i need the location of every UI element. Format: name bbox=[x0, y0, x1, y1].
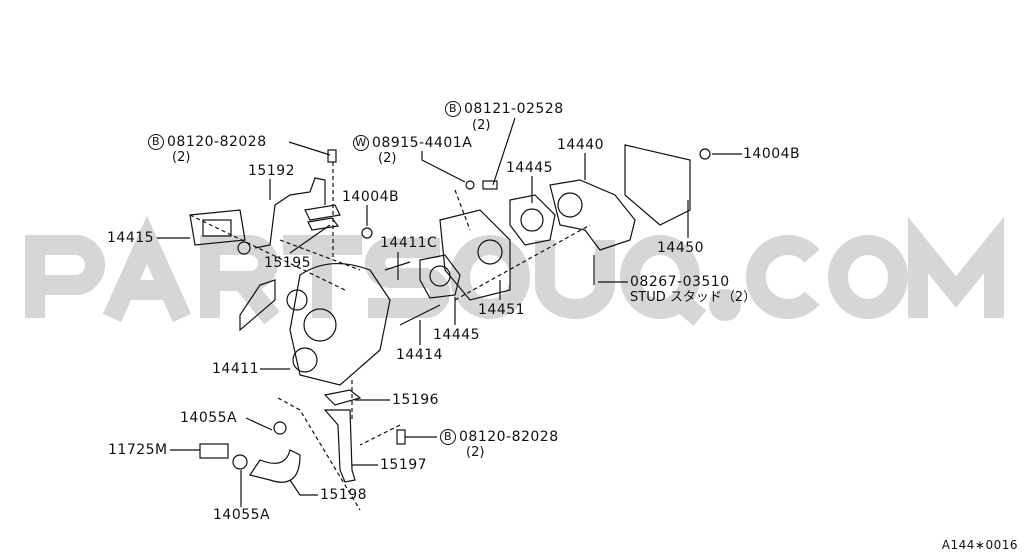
quantity: (2) bbox=[472, 118, 491, 133]
callout-14411c[interactable]: 14411C bbox=[380, 235, 438, 251]
callout-14004b[interactable]: 14004B bbox=[342, 189, 400, 205]
b-circle-icon: B bbox=[440, 429, 456, 445]
callout-14411[interactable]: 14411 bbox=[212, 361, 260, 377]
quantity: (2) bbox=[466, 445, 485, 460]
callout-15197[interactable]: 15197 bbox=[380, 457, 428, 473]
leader-lines bbox=[157, 117, 742, 507]
callout-15192[interactable]: 15192 bbox=[248, 163, 296, 179]
callout-15196[interactable]: 15196 bbox=[392, 392, 440, 408]
callout-14414[interactable]: 14414 bbox=[396, 347, 444, 363]
callout-15198[interactable]: 15198 bbox=[320, 487, 368, 503]
callout-14415[interactable]: 14415 bbox=[107, 230, 155, 246]
callout-14445[interactable]: 14445 bbox=[506, 160, 554, 176]
callout-15195[interactable]: 15195 bbox=[264, 255, 312, 271]
assembly-lines bbox=[189, 162, 591, 511]
callout-11725m[interactable]: 11725M bbox=[108, 442, 168, 458]
quantity: (2) bbox=[172, 150, 191, 165]
part-number: 08915-4401A bbox=[372, 135, 473, 151]
callout-14004b[interactable]: 14004B bbox=[743, 146, 801, 162]
callout-08267-03510[interactable]: 08267-03510 bbox=[630, 274, 730, 290]
quantity: (2) bbox=[378, 151, 397, 166]
callout-14055a[interactable]: 14055A bbox=[180, 410, 238, 426]
part-shapes bbox=[189, 144, 711, 483]
stud-quantity: STUD スタッド（2） bbox=[630, 290, 757, 305]
b-circle-icon: B bbox=[445, 101, 461, 117]
callout-14451[interactable]: 14451 bbox=[478, 302, 526, 318]
watermark-logo bbox=[25, 215, 1004, 326]
part-number: 08120-82028 bbox=[167, 134, 267, 150]
diagram-code: A144∗0016 bbox=[941, 538, 1018, 552]
callout-14445[interactable]: 14445 bbox=[433, 327, 481, 343]
callout-14055a[interactable]: 14055A bbox=[213, 507, 271, 523]
b-circle-icon: B bbox=[148, 134, 164, 150]
w-circle-icon: W bbox=[353, 135, 369, 151]
callout-14440[interactable]: 14440 bbox=[557, 137, 605, 153]
part-number: 08121-02528 bbox=[464, 101, 564, 117]
callout-14450[interactable]: 14450 bbox=[657, 240, 705, 256]
part-number: 08120-82028 bbox=[459, 429, 559, 445]
